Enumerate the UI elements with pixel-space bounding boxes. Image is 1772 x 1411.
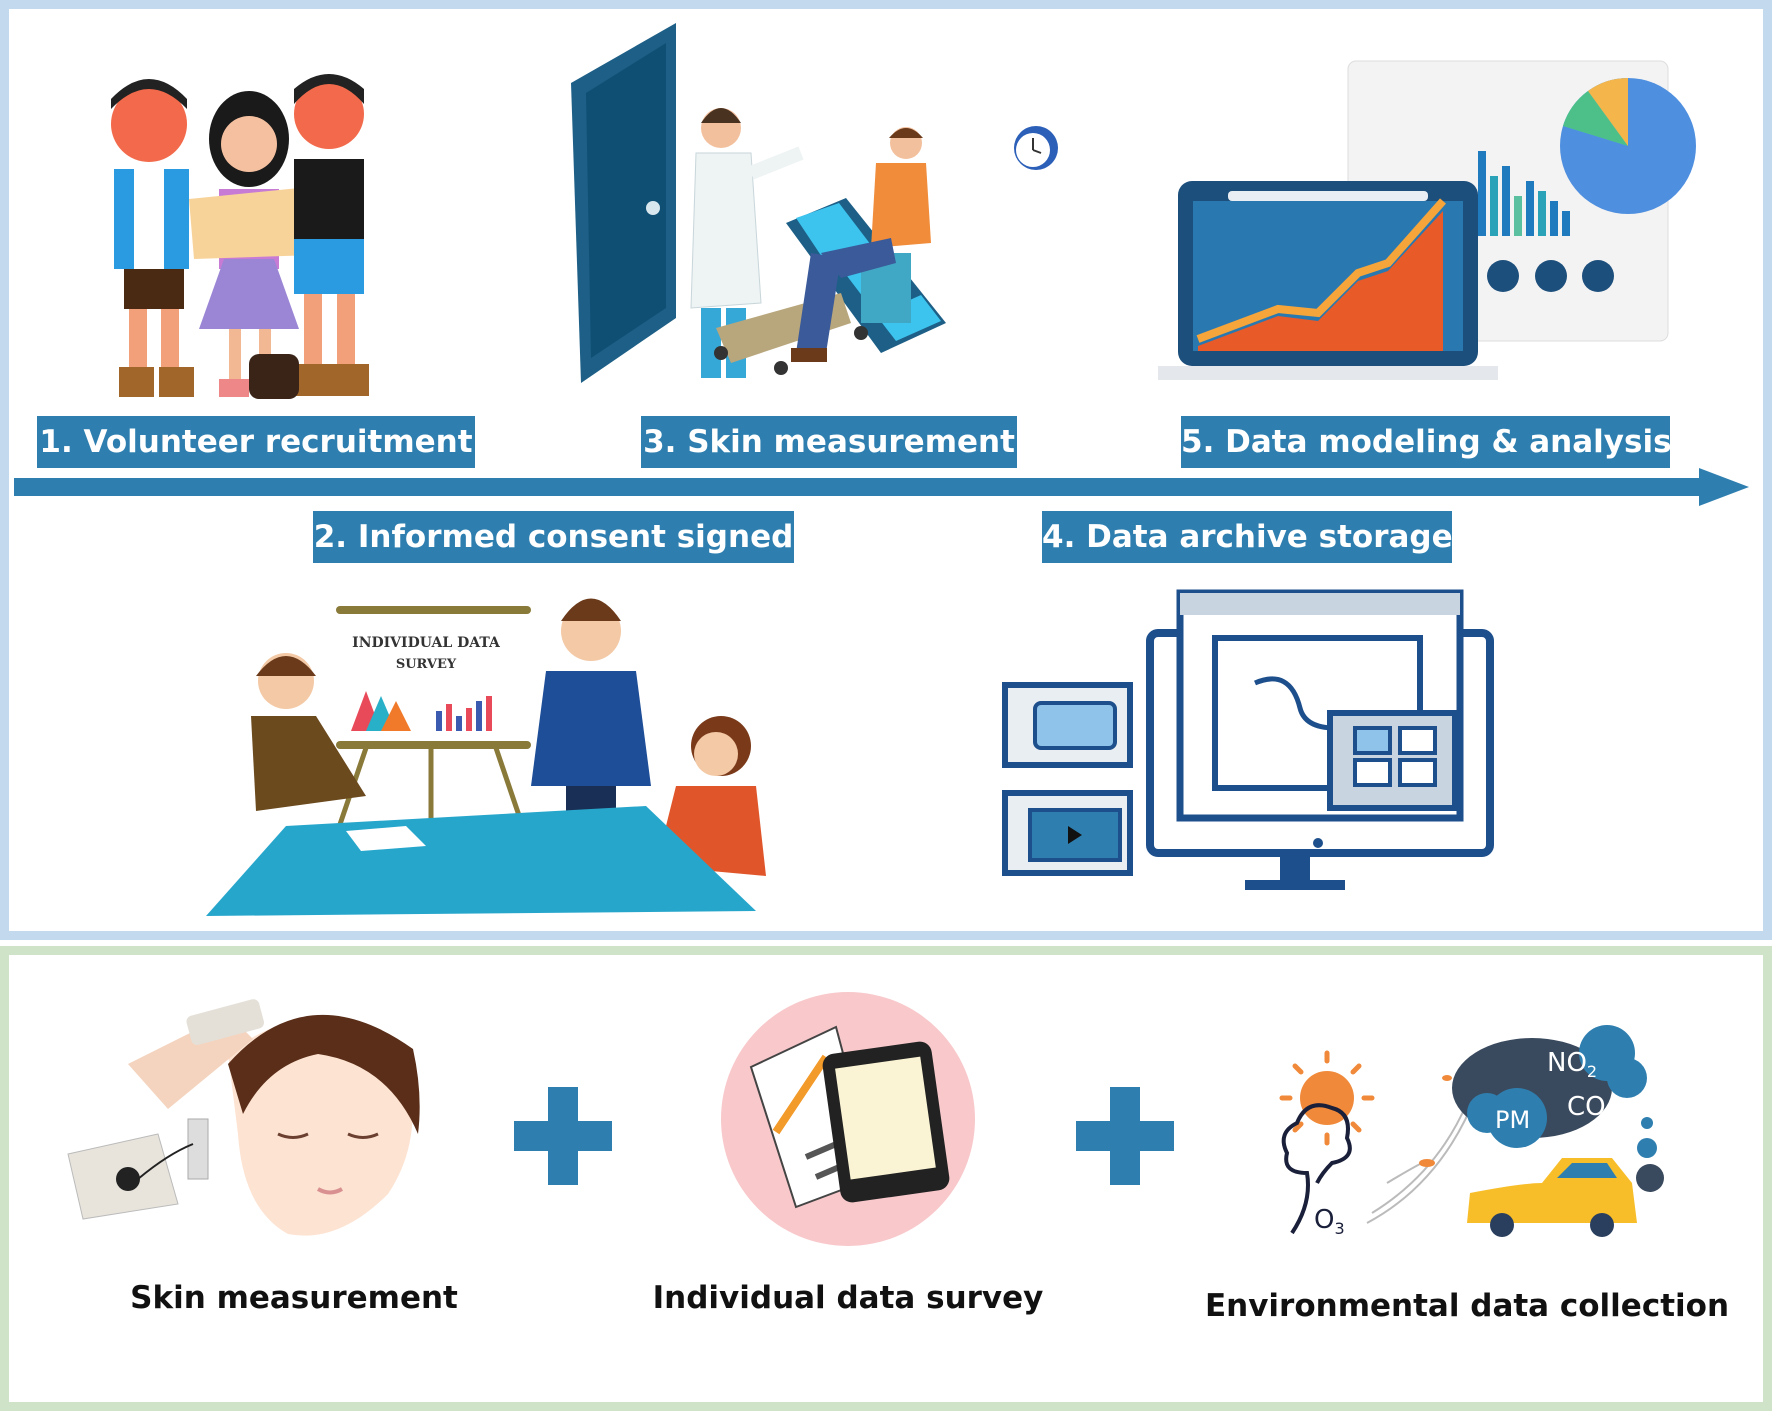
plus-icon	[1076, 1087, 1174, 1185]
skin-measurement-caption: Skin measurement	[130, 1280, 458, 1316]
step-5-label: 5. Data modeling & analysis	[1181, 416, 1672, 468]
monitor-icon	[1146, 589, 1494, 890]
survey-board-subtitle: SURVEY	[396, 657, 457, 672]
plus-icon	[514, 1087, 612, 1185]
step-3-label: 3. Skin measurement	[641, 416, 1017, 468]
skin-measurement-illustration	[571, 23, 1058, 383]
survey-board: INDIVIDUAL DATA SURVEY	[333, 606, 531, 837]
pollution-cloud-icon: NO2 PM CO	[1452, 1025, 1647, 1148]
tablet-icon	[822, 1041, 950, 1203]
data-analysis-illustration	[1158, 60, 1696, 380]
doctor	[690, 108, 804, 378]
pm-label: PM	[1495, 1106, 1530, 1134]
seated-man	[251, 653, 366, 811]
video-player-icon	[1002, 790, 1133, 876]
data-sources-panel	[0, 946, 1772, 1411]
individual-survey-illustration	[721, 992, 975, 1246]
timeline-arrow	[14, 468, 1749, 506]
patient	[791, 127, 931, 362]
laptop-icon	[1158, 181, 1498, 380]
no2-label: NO2	[1547, 1048, 1597, 1081]
person-right	[249, 74, 369, 399]
chat-window-icon	[1002, 682, 1133, 768]
clock-icon	[1014, 126, 1058, 170]
table	[206, 806, 756, 916]
ozone-label: O3	[1314, 1205, 1345, 1238]
research-workflow-panel	[0, 0, 1772, 940]
consent-meeting-illustration: INDIVIDUAL DATA SURVEY	[206, 598, 766, 916]
pie-chart-icon	[1560, 78, 1696, 214]
bar-chart-icon	[1478, 151, 1570, 236]
step-4-label: 4. Data archive storage	[1042, 511, 1453, 563]
measurement-device	[67, 1118, 209, 1220]
ozone-tree-icon: O3	[1281, 1103, 1352, 1238]
step-2-label: 2. Informed consent signed	[313, 511, 794, 563]
environmental-data-illustration: O3 NO2 PM CO	[1279, 1025, 1664, 1238]
data-archive-illustration	[1002, 589, 1494, 890]
car-icon	[1467, 1117, 1664, 1237]
co-label: CO	[1567, 1092, 1606, 1122]
survey-board-title: INDIVIDUAL DATA	[352, 635, 501, 651]
environmental-data-caption: Environmental data collection	[1204, 1288, 1730, 1324]
step-1-label: 1. Volunteer recruitment	[37, 416, 475, 468]
sun-icon	[1279, 1050, 1375, 1146]
person-left	[111, 79, 194, 397]
individual-survey-caption: Individual data survey	[652, 1280, 1044, 1316]
pencil-icon	[772, 1054, 830, 1135]
seated-woman	[656, 716, 766, 876]
skin-measurement-device-illustration	[67, 999, 420, 1236]
volunteers-illustration	[111, 74, 369, 399]
